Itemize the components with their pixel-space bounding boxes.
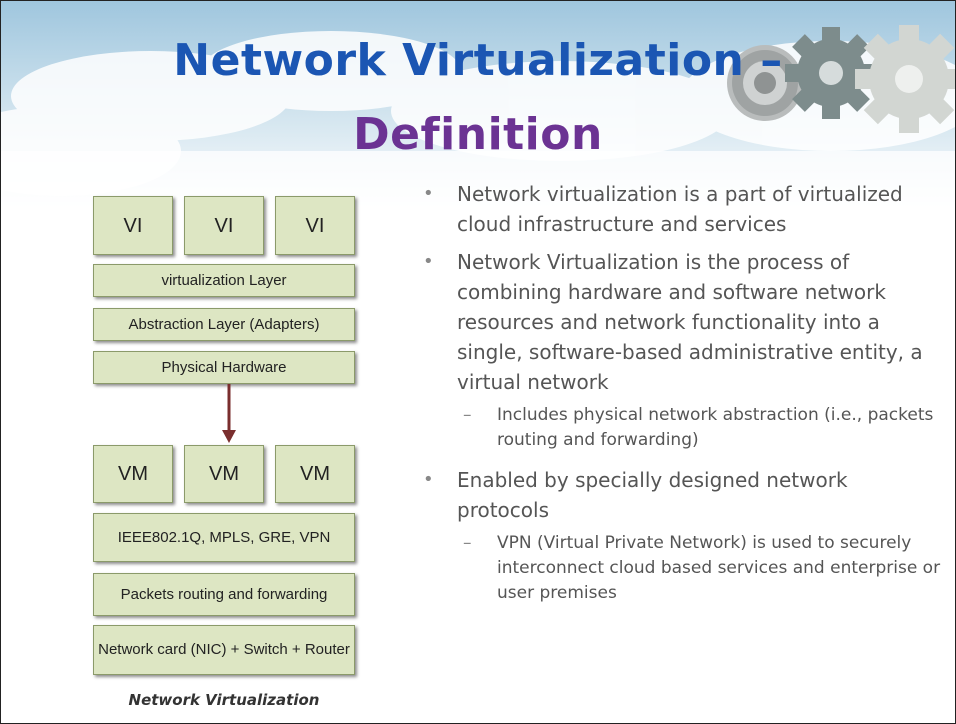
layer-box: Network card (NIC) + Switch + Router bbox=[93, 625, 355, 675]
bullet-text: Enabled by specially designed network pr… bbox=[457, 468, 848, 522]
layer-box: IEEE802.1Q, MPLS, GRE, VPN bbox=[93, 513, 355, 562]
down-arrow-icon bbox=[222, 384, 236, 443]
sky-background bbox=[1, 1, 955, 211]
vi-box: VI bbox=[93, 196, 173, 255]
layer-box: Abstraction Layer (Adapters) bbox=[93, 308, 355, 341]
slide-title-line1: Network Virtualization – bbox=[173, 35, 783, 86]
sub-bullet-item: – VPN (Virtual Private Network) is used … bbox=[463, 531, 943, 606]
bullet-item: • Network virtualization is a part of vi… bbox=[423, 179, 943, 239]
diagram-caption: Network Virtualization bbox=[128, 691, 320, 709]
dash-icon: – bbox=[463, 405, 472, 425]
vm-box: VM bbox=[275, 445, 355, 503]
bullet-dot-icon: • bbox=[423, 251, 434, 272]
vm-box: VM bbox=[184, 445, 264, 503]
vi-box: VI bbox=[184, 196, 264, 255]
bullet-dot-icon: • bbox=[423, 469, 434, 490]
layer-box: Physical Hardware bbox=[93, 351, 355, 384]
slide-title-line2: Definition bbox=[353, 109, 603, 160]
sub-bullet-text: Includes physical network abstraction (i… bbox=[497, 405, 934, 450]
layer-box: virtualization Layer bbox=[93, 264, 355, 297]
vm-box: VM bbox=[93, 445, 173, 503]
bullet-item: • Network Virtualization is the process … bbox=[423, 247, 943, 397]
vi-box: VI bbox=[275, 196, 355, 255]
bullet-text: Network Virtualization is the process of… bbox=[457, 250, 923, 394]
dash-icon: – bbox=[463, 533, 472, 553]
sub-bullet-text: VPN (Virtual Private Network) is used to… bbox=[497, 533, 941, 603]
layer-box: Packets routing and forwarding bbox=[93, 573, 355, 616]
bullet-dot-icon: • bbox=[423, 183, 434, 204]
gears-decoration-icon bbox=[727, 25, 955, 133]
sub-bullet-item: – Includes physical network abstraction … bbox=[463, 403, 943, 453]
bullet-text: Network virtualization is a part of virt… bbox=[457, 182, 903, 236]
bullet-list: • Network virtualization is a part of vi… bbox=[423, 179, 943, 618]
bullet-item: • Enabled by specially designed network … bbox=[423, 465, 943, 525]
